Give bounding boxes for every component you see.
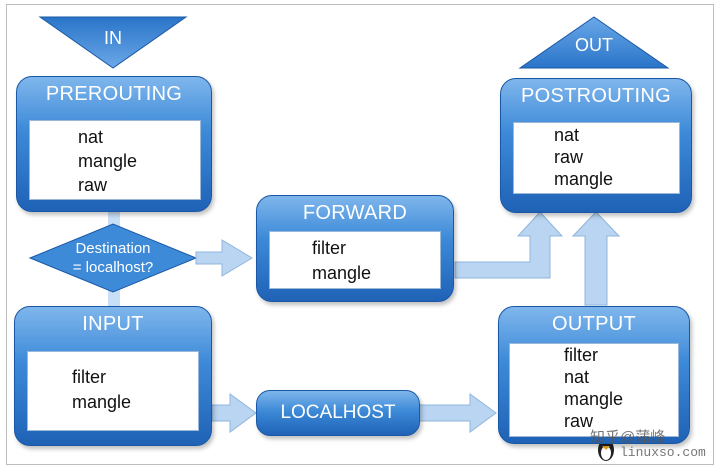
- chain-title-postrouting: POSTROUTING: [521, 85, 671, 107]
- table-item: mangle: [554, 169, 614, 189]
- arrow-output-postrouting: [571, 211, 621, 306]
- table-item: filter: [312, 238, 347, 258]
- table-item: nat: [564, 367, 590, 387]
- arrow-forward-postrouting: [454, 211, 564, 279]
- tables-prerouting: nat mangle raw: [29, 120, 201, 200]
- tables-postrouting: nat raw mangle: [513, 122, 680, 194]
- table-item: mangle: [72, 392, 132, 412]
- chain-forward: FORWARD filter mangle: [256, 195, 454, 302]
- table-item: raw: [554, 147, 584, 167]
- chain-title-prerouting: PREROUTING: [45, 83, 183, 105]
- table-item: raw: [564, 411, 594, 431]
- table-item: raw: [78, 175, 108, 195]
- watermark-site-b: linuxso.com: [620, 445, 706, 460]
- table-item: filter: [72, 367, 107, 387]
- chain-output: OUTPUT filter nat mangle raw: [498, 306, 690, 444]
- table-item: filter: [564, 345, 599, 365]
- arrow-input-localhost: [211, 393, 257, 433]
- in-label: IN: [104, 28, 122, 48]
- out-triangle: [518, 16, 670, 69]
- chain-title-input: INPUT: [82, 313, 144, 335]
- table-item: mangle: [312, 263, 372, 283]
- decision-label: Destination = localhost?: [40, 239, 186, 277]
- table-item: nat: [554, 125, 580, 145]
- out-label: OUT: [575, 35, 613, 55]
- tables-forward: filter mangle: [269, 231, 441, 289]
- chain-title-output: OUTPUT: [551, 313, 637, 335]
- tables-input: filter mangle: [27, 351, 199, 431]
- arrow-localhost-output: [417, 393, 497, 433]
- chain-postrouting: POSTROUTING nat raw mangle: [500, 78, 692, 213]
- table-item: mangle: [78, 151, 138, 171]
- chain-prerouting: PREROUTING nat mangle raw: [16, 76, 212, 212]
- table-item: mangle: [564, 389, 624, 409]
- decision-label-line2: = localhost?: [72, 259, 154, 276]
- watermark-site-a: 知乎@蒲峰: [590, 429, 666, 446]
- chain-title-forward: FORWARD: [302, 202, 408, 224]
- in-triangle: [38, 16, 188, 69]
- chain-input: INPUT filter mangle: [14, 306, 212, 446]
- arrow-decision-forward: [195, 239, 253, 277]
- decision-label-line1: Destination: [75, 240, 151, 257]
- tables-output: filter nat mangle raw: [509, 343, 679, 437]
- table-item: nat: [78, 127, 104, 147]
- localhost-box: LOCALHOST: [256, 390, 420, 436]
